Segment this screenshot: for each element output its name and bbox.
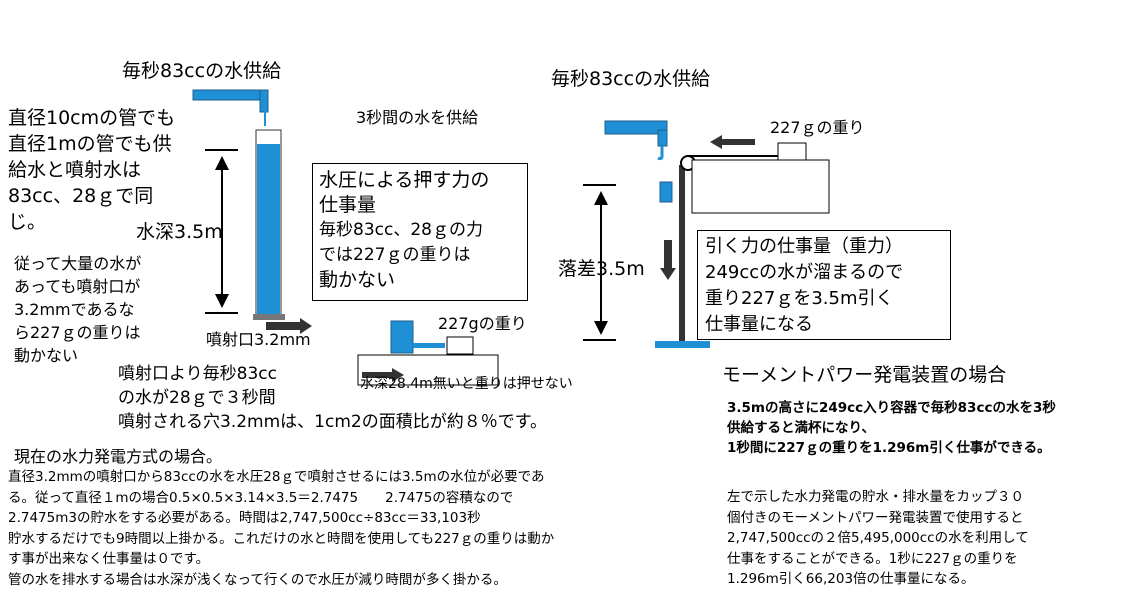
right-para1-line: 3.5mの高さに249cc入り容器で毎秒83ccの水を3秒 xyxy=(727,400,1056,416)
bottom-text-line: 2.7475m3の貯水をする必要がある。時間は2,747,500cc÷83cc＝… xyxy=(8,510,481,526)
pressure-box-line: 毎秒83cc、28ｇの力 xyxy=(319,220,483,240)
right-para1: 3.5mの高さに249cc入り容器で毎秒83ccの水を3秒 供給すると満杯になり… xyxy=(727,398,1056,458)
drop-arrow-head-up xyxy=(594,191,608,205)
pipe-note: 直径10cmの管でも 直径1mの管でも供 給水と噴射水は 83cc、28ｇで同 … xyxy=(8,105,175,235)
right-para2: 左で示した水力発電の貯水・排水量をカップ３０ 個付きのモーメントパワー発電装置で… xyxy=(727,487,1029,590)
gravity-arrow xyxy=(660,240,676,280)
conclusion-line: ら227ｇの重りは xyxy=(14,323,141,342)
small-tank xyxy=(357,354,499,386)
pipe-note-line: 83cc、28ｇで同 xyxy=(8,185,154,207)
pipe-note-line: じ。 xyxy=(8,211,47,233)
right-para2-line: 2,747,500ccの２倍5,495,000ccの水を利用して xyxy=(727,530,1029,546)
bottom-heading: 現在の水力発電方式の場合。 xyxy=(14,447,223,466)
right-para2-line: 仕事をすることができる。1秒に227ｇの重りを xyxy=(727,550,1018,567)
depth-label: 水深3.5m xyxy=(136,221,223,243)
conclusion-text: 従って大量の水が あっても噴射口が 3.2mmであるな ら227ｇの重りは 動か… xyxy=(14,252,141,367)
bottom-text: 直径3.2mmの噴射口から83ccの水を水圧28ｇで噴射させるには3.5mの水位… xyxy=(8,467,554,590)
small-pipe xyxy=(413,343,445,348)
jet-text-line: 噴射口より毎秒83cc xyxy=(118,364,277,384)
pressure-box-line: 動かない xyxy=(319,269,396,291)
right-table xyxy=(691,159,830,214)
jet-arrow xyxy=(266,318,312,334)
small-push-arrow xyxy=(362,368,404,382)
pull-box-line: 仕事量になる xyxy=(705,314,813,335)
right-weight-label: 227ｇの重り xyxy=(770,118,865,137)
depth-arrow-head-up xyxy=(215,156,229,170)
pressure-box-line: では227ｇの重りは xyxy=(319,245,471,265)
conclusion-line: 動かない xyxy=(14,346,79,365)
right-para2-line: 個付きのモーメントパワー発電装置で使用すると xyxy=(727,509,1024,526)
water-column xyxy=(257,144,280,314)
pull-box-line: 249ccの水が溜まるので xyxy=(705,262,904,283)
tube-bottom-cap xyxy=(253,314,285,320)
right-weight-block xyxy=(777,142,807,161)
pipe-note-line: 直径1mの管でも供 xyxy=(8,133,172,155)
bottom-text-line: る。従って直径１mの場合0.5×0.5×3.14×3.5＝2.7475 2.74… xyxy=(8,489,514,506)
pull-box-line: 重り227ｇを3.5m引く xyxy=(705,288,894,309)
right-para1-line: 1秒間に227ｇの重りを1.296m引く仕事ができる。 xyxy=(727,440,1051,456)
pipe-note-line: 直径10cmの管でも xyxy=(8,107,176,129)
depth-needed-label: 水深28.4m無いと重りは押せない xyxy=(360,376,573,392)
pipe-note-line: 給水と噴射水は xyxy=(8,159,142,181)
conclusion-line: あっても噴射口が xyxy=(14,277,141,296)
pressure-box: 水圧による押す力の 仕事量 毎秒83cc、28ｇの力 では227ｇの重りは 動か… xyxy=(312,163,528,301)
bottom-text-line: 貯水するだけでも9時間以上掛かる。これだけの水と時間を使用しても227ｇの重りは… xyxy=(8,530,555,547)
bottom-text-line: 直径3.2mmの噴射口から83ccの水を水圧28ｇで噴射させるには3.5mの水位… xyxy=(8,469,545,485)
conclusion-line: 3.2mmであるな xyxy=(14,300,135,319)
right-para1-line: 供給すると満杯になり、 xyxy=(727,420,875,436)
right-heading: モーメントパワー発電装置の場合 xyxy=(722,364,1007,386)
right-pull-arrow xyxy=(710,135,755,149)
nozzle-label: 噴射口3.2mm xyxy=(206,330,311,349)
right-supply-pipe-down xyxy=(657,129,668,147)
small-weight-block xyxy=(446,336,474,355)
support-pole xyxy=(679,165,685,343)
pole-base xyxy=(655,341,710,348)
pressure-box-line: 水圧による押す力の xyxy=(319,169,490,191)
right-cup xyxy=(659,181,673,203)
right-supply-label: 毎秒83ccの水供給 xyxy=(551,68,711,90)
drop-arrow-head-down xyxy=(594,321,608,335)
pressure-box-line: 仕事量 xyxy=(319,194,377,216)
jet-text-line: の水が28ｇで３秒間 xyxy=(118,388,276,408)
right-supply-pipe xyxy=(604,120,668,135)
jet-text: 噴射口より毎秒83cc の水が28ｇで３秒間 噴射される穴3.2mmは、1cm2… xyxy=(118,362,547,434)
bottom-text-line: す事が出来なく仕事量は０です。 xyxy=(8,551,210,567)
depth-arrow-head-down xyxy=(215,294,229,308)
small-water-block xyxy=(390,320,414,354)
drop-label: 落差3.5m xyxy=(558,258,645,280)
conclusion-line: 従って大量の水が xyxy=(14,254,142,273)
right-para2-line: 左で示した水力発電の貯水・排水量をカップ３０ xyxy=(727,489,1024,505)
right-para2-line: 1.296m引く66,203倍の仕事量になる。 xyxy=(727,571,975,587)
right-hook xyxy=(657,146,664,161)
left-supply-pipe xyxy=(192,89,266,101)
pull-box-line: 引く力の仕事量（重力） xyxy=(705,236,903,257)
small-weight-label: 227gの重り xyxy=(438,314,527,333)
pull-box: 引く力の仕事量（重力） 249ccの水が溜まるので 重り227ｇを3.5m引く … xyxy=(697,230,951,340)
jet-text-line: 噴射される穴3.2mmは、1cm2の面積比が約８％です。 xyxy=(118,412,547,432)
three-sec-label: 3秒間の水を供給 xyxy=(356,108,479,127)
bottom-text-line: 管の水を排水する場合は水深が浅くなって行くので水圧が減り時間が多く掛かる。 xyxy=(8,571,507,588)
left-supply-label: 毎秒83ccの水供給 xyxy=(122,60,282,82)
